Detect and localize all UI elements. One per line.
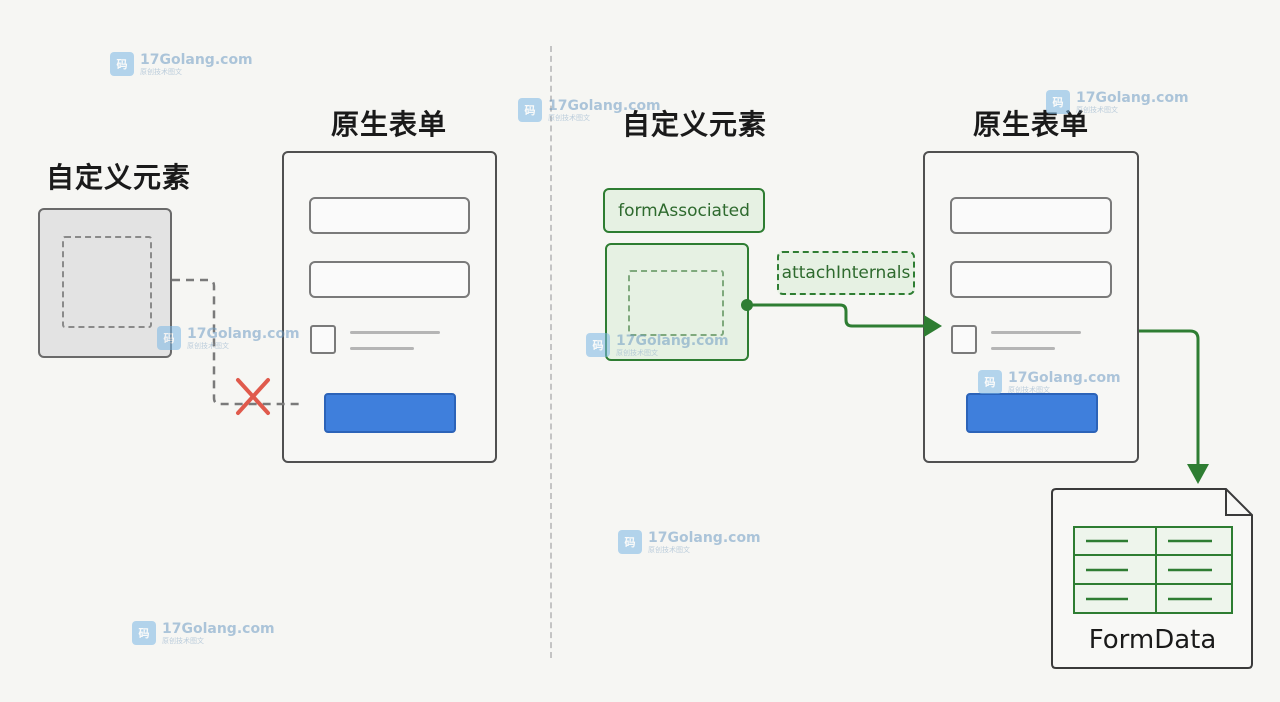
watermark-text: 17Golang.com	[162, 620, 275, 637]
left-native-form-title: 原生表单	[331, 108, 448, 141]
right-form-submit-button[interactable]	[966, 393, 1098, 433]
right-form-checkbox-line-2	[991, 347, 1055, 350]
watermark-text: 17Golang.com	[1076, 89, 1189, 106]
attach-internals-label: attachInternals	[777, 251, 915, 295]
watermark-subtext: 原创技术图文	[162, 636, 204, 645]
right-form-checkbox[interactable]	[951, 325, 977, 354]
formdata-document: FormData	[1050, 487, 1255, 670]
watermark-subtext: 原创技术图文	[140, 67, 182, 76]
panel-divider	[550, 46, 552, 658]
watermark-logo-icon: 码	[586, 333, 610, 357]
watermark-subtext: 原创技术图文	[548, 113, 590, 122]
left-custom-element-box	[38, 208, 172, 358]
watermark-logo-icon: 码	[1046, 90, 1070, 114]
watermark-logo-icon: 码	[157, 326, 181, 350]
watermark-text: 17Golang.com	[187, 325, 300, 342]
right-custom-element-title: 自定义元素	[622, 108, 768, 141]
right-form-input-2[interactable]	[950, 261, 1112, 298]
watermark-text: 17Golang.com	[616, 332, 729, 349]
watermark-subtext: 原创技术图文	[616, 348, 658, 357]
watermark-subtext: 原创技术图文	[1008, 385, 1050, 394]
watermark-logo-icon: 码	[110, 52, 134, 76]
watermark-subtext: 原创技术图文	[187, 341, 229, 350]
left-form-input-1[interactable]	[309, 197, 470, 234]
attach-internals-connector	[741, 299, 942, 337]
formdata-label: FormData	[1088, 625, 1217, 655]
watermark-text: 17Golang.com	[648, 529, 761, 546]
right-native-form	[923, 151, 1139, 463]
watermark-logo-icon: 码	[978, 370, 1002, 394]
watermark-text: 17Golang.com	[1008, 369, 1121, 386]
right-custom-element-box	[605, 243, 749, 361]
left-custom-element-inner	[62, 236, 152, 328]
left-form-checkbox-line-2	[350, 347, 414, 350]
left-native-form	[282, 151, 497, 463]
watermark-text: 17Golang.com	[548, 97, 661, 114]
form-associated-label: formAssociated	[603, 188, 765, 233]
left-form-checkbox[interactable]	[310, 325, 336, 354]
watermark-subtext: 原创技术图文	[648, 545, 690, 554]
right-form-input-1[interactable]	[950, 197, 1112, 234]
left-form-submit-button[interactable]	[324, 393, 456, 433]
watermark-logo-icon: 码	[132, 621, 156, 645]
right-custom-element-inner	[628, 270, 724, 336]
formdata-document-shape	[1051, 488, 1253, 669]
left-form-input-2[interactable]	[309, 261, 470, 298]
right-native-form-title: 原生表单	[973, 108, 1090, 141]
form-to-formdata-connector	[1139, 329, 1209, 484]
left-form-checkbox-line-1	[350, 331, 440, 334]
left-failed-connector	[172, 278, 300, 406]
watermark-text: 17Golang.com	[140, 51, 253, 68]
left-custom-element-title: 自定义元素	[46, 161, 192, 194]
watermark-subtext: 原创技术图文	[1076, 105, 1118, 114]
watermark-logo-icon: 码	[618, 530, 642, 554]
error-x-icon	[236, 378, 270, 415]
right-form-checkbox-line-1	[991, 331, 1081, 334]
watermark-logo-icon: 码	[518, 98, 542, 122]
formdata-table-icon	[1073, 526, 1233, 614]
